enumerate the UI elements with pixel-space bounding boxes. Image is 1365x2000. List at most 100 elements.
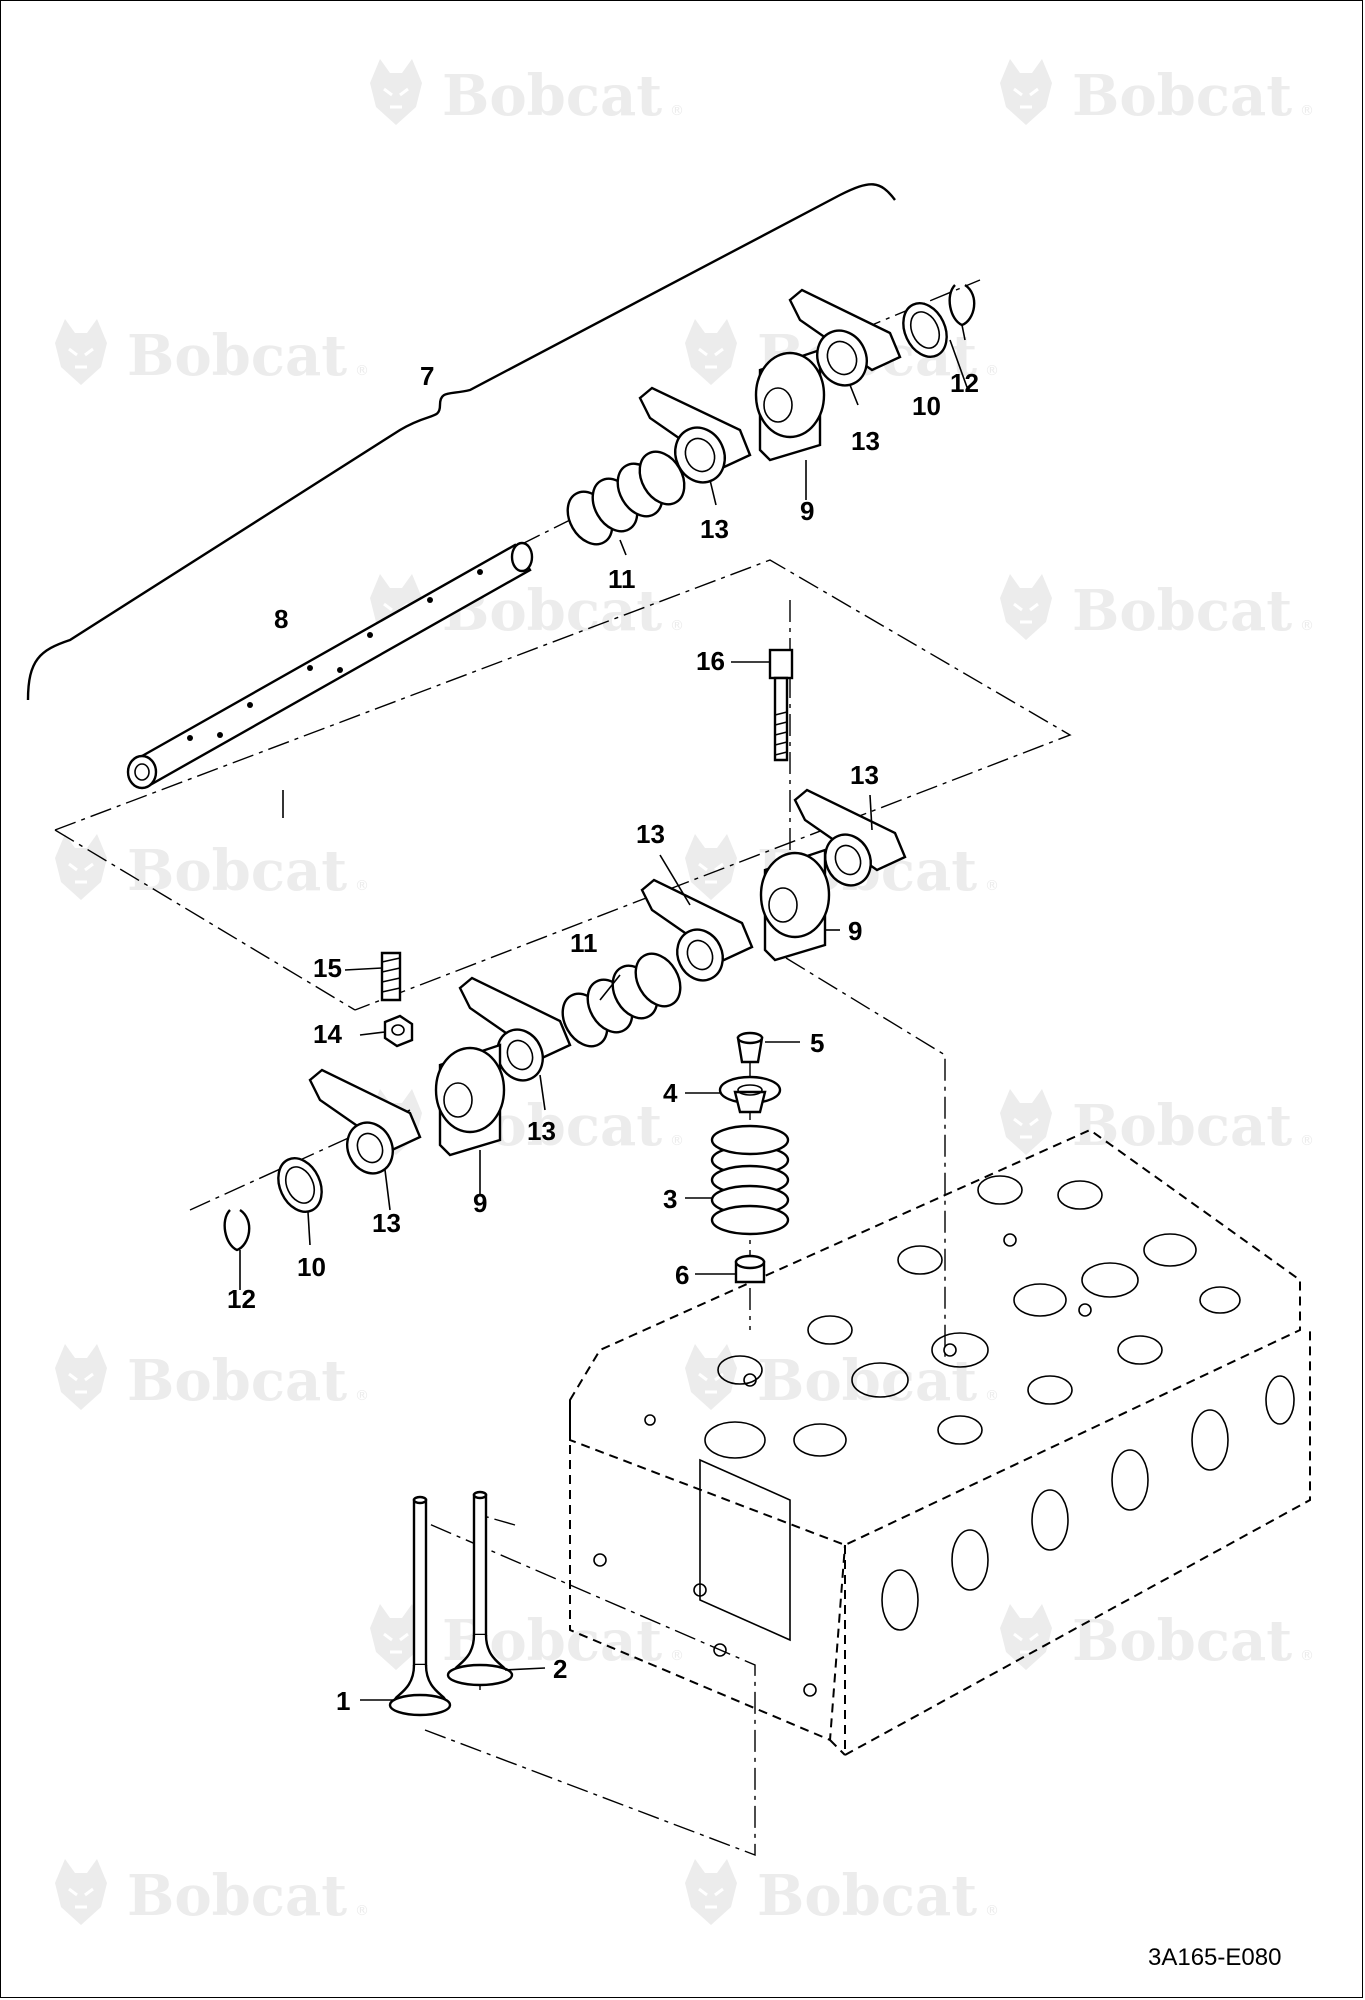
spring-mid <box>561 952 682 1048</box>
valve-cotter <box>736 1031 764 1064</box>
watermark-text: Bobcat <box>127 323 347 389</box>
callout-10a: 10 <box>912 391 941 421</box>
bobcat-logo-icon <box>53 317 109 387</box>
rocker-support-low <box>434 1043 506 1157</box>
snap-ring-low <box>223 1209 251 1252</box>
callout-8: 8 <box>274 604 288 634</box>
document-id: 3A165-E080 <box>1148 1944 1281 1971</box>
watermark-text: Bobcat <box>442 63 662 129</box>
callout-7: 7 <box>420 361 434 391</box>
rocker-support-top <box>754 348 826 462</box>
watermark-text: Bobcat <box>757 1348 977 1414</box>
callout-9b: 9 <box>848 916 862 946</box>
watermark: Bobcat® <box>53 1342 369 1414</box>
callout-16: 16 <box>696 646 725 676</box>
watermark-text: Bobcat <box>127 1348 347 1414</box>
watermark-text: Bobcat <box>1072 1608 1292 1674</box>
callout-9c: 9 <box>473 1188 487 1218</box>
valve-exhaust <box>446 1490 514 1687</box>
valve-intake <box>388 1495 452 1717</box>
rocker-arm-top-1 <box>638 386 752 484</box>
watermark: Bobcat ® <box>683 1342 999 1414</box>
bobcat-logo-icon <box>998 57 1054 127</box>
rocker-arm-mid-2 <box>640 878 754 982</box>
callout-10b: 10 <box>297 1252 326 1282</box>
watermark: Bobcat ® <box>998 57 1314 129</box>
callout-13c: 13 <box>850 760 879 790</box>
watermark-registered: ® <box>355 1903 369 1919</box>
rocker-arm-mid-1 <box>793 788 907 887</box>
bobcat-logo-icon <box>53 1342 109 1412</box>
watermark: Bobcat ® <box>53 832 369 904</box>
watermark-registered: ® <box>1300 1133 1314 1149</box>
bobcat-logo-icon <box>998 572 1054 642</box>
bobcat-logo-icon <box>683 832 739 902</box>
adjusting-screw <box>380 951 402 1002</box>
lock-nut <box>383 1014 414 1048</box>
callout-13e: 13 <box>527 1116 556 1146</box>
watermark-text: Bobcat <box>1072 1093 1292 1159</box>
watermark-text: Bobcat <box>757 1863 977 1929</box>
watermark-text: Bobcat <box>1072 578 1292 644</box>
callout-13a: 13 <box>700 514 729 544</box>
snap-ring-top <box>948 284 976 327</box>
callout-6: 6 <box>675 1260 689 1290</box>
assembly-brace <box>26 183 896 701</box>
callout-15: 15 <box>313 953 342 983</box>
bobcat-logo-icon <box>998 1602 1054 1672</box>
watermark-registered: ® <box>670 1648 684 1664</box>
callout-11b: 11 <box>570 928 598 958</box>
callout-1: 1 <box>336 1686 350 1716</box>
callout-3: 3 <box>663 1184 677 1214</box>
watermark-registered: ® <box>670 618 684 634</box>
washer-low <box>277 1157 323 1213</box>
watermark-text: Bobcat <box>1072 63 1292 129</box>
watermark-registered: ® <box>985 878 999 894</box>
valve-stem-seal <box>734 1254 766 1284</box>
spring-retainer <box>718 1075 782 1114</box>
watermark-registered: ® <box>355 878 369 894</box>
watermark-registered: ® <box>1300 618 1314 634</box>
watermark-registered: ® <box>670 1133 684 1149</box>
watermark: Bobcat ® <box>53 317 369 389</box>
callout-11a: 11 <box>608 564 636 594</box>
callout-13d: 13 <box>636 819 665 849</box>
watermark-registered: ® <box>985 363 999 379</box>
watermark: Bobcat ® <box>683 1857 999 1929</box>
watermark: Bobcat ® <box>53 1857 369 1929</box>
callout-14: 14 <box>313 1019 342 1049</box>
callout-5: 5 <box>810 1028 824 1058</box>
rocker-shaft <box>126 541 534 790</box>
callouts: 1 2 3 4 5 6 7 8 9 9 9 10 10 11 11 12 12 … <box>227 361 979 1716</box>
watermark-text: Bobcat <box>127 838 347 904</box>
bobcat-logo-icon <box>53 832 109 902</box>
rocker-arm-top-2 <box>788 288 902 387</box>
bobcat-logo-icon <box>53 1857 109 1927</box>
watermark: Bobcat ® <box>998 572 1314 644</box>
valve-spring <box>710 1124 790 1236</box>
watermark-text: Bobcat <box>127 1863 347 1929</box>
bobcat-logo-icon <box>998 1087 1054 1157</box>
watermark-registered: ® <box>670 103 684 119</box>
rocker-arm-low <box>308 1068 422 1175</box>
callout-2: 2 <box>553 1654 567 1684</box>
watermark-registered: ® <box>985 1903 999 1919</box>
bobcat-logo-icon <box>683 317 739 387</box>
bolt <box>768 648 794 762</box>
watermark-registered: ® <box>355 363 369 379</box>
cylinder-head <box>569 1128 1311 1757</box>
watermark-registered: ® <box>1300 1648 1314 1664</box>
callout-13f: 13 <box>372 1208 401 1238</box>
watermark: Bobcat ® <box>998 1087 1314 1159</box>
callout-9a: 9 <box>800 496 814 526</box>
watermark: Bobcat ® <box>368 57 684 129</box>
washer-top <box>902 302 948 358</box>
watermark-registered: ® <box>985 1388 999 1404</box>
bobcat-logo-icon <box>683 1342 739 1412</box>
watermark-registered: ® <box>1300 103 1314 119</box>
bobcat-logo-icon <box>683 1857 739 1927</box>
watermark-layer: Bobcat ® Bobcat ® Bobcat ® Bobcat ® Bobcat ® Bobca… <box>53 57 1314 1929</box>
callout-12a: 12 <box>950 368 979 398</box>
rocker-support-mid <box>759 848 831 962</box>
